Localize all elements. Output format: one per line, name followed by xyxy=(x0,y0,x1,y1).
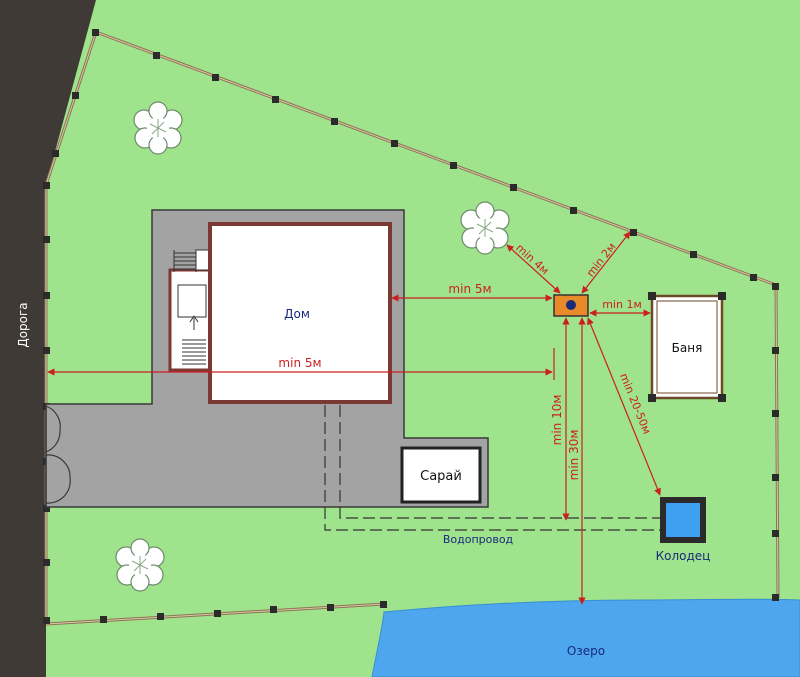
dim-tank-to-lake: min 30м xyxy=(567,430,581,481)
dim-road-to-tank: min 5м xyxy=(278,356,321,370)
shed-label: Сарай xyxy=(420,469,462,484)
tree-2 xyxy=(460,201,510,255)
lake xyxy=(371,598,800,677)
tree-1 xyxy=(133,101,183,155)
dimension-lines xyxy=(47,231,661,605)
tree-3 xyxy=(115,538,165,592)
water-pipe xyxy=(324,405,660,531)
road-label: Дорога xyxy=(16,302,30,347)
dim-house-to-tank: min 5м xyxy=(448,282,491,296)
dim-tank-to-bath: min 1м xyxy=(602,298,642,311)
gate xyxy=(45,404,71,507)
lake-label: Озеро xyxy=(567,644,605,658)
porch xyxy=(168,249,218,372)
septic-tank xyxy=(553,294,589,317)
well xyxy=(660,497,706,543)
house-label: Дом xyxy=(284,307,310,321)
shed xyxy=(400,446,482,504)
road xyxy=(0,0,96,677)
water-pipe-label: Водопровод xyxy=(443,533,514,546)
bath-label: Баня xyxy=(672,341,703,355)
well-label: Колодец xyxy=(656,549,711,563)
dim-tank-to-pipe: min 10м xyxy=(550,395,564,446)
